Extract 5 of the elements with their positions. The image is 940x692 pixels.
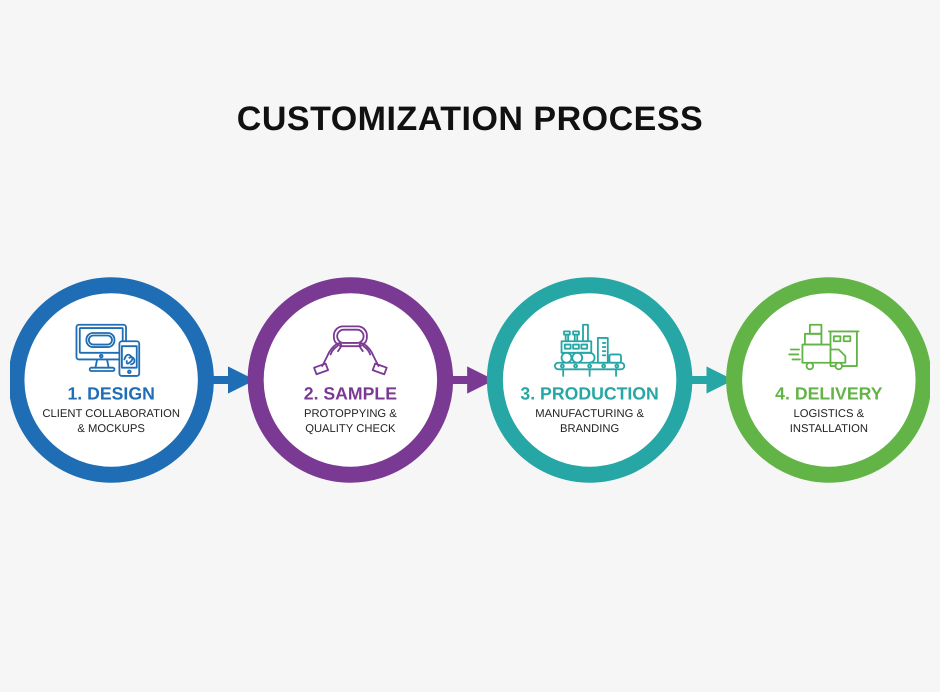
node-circle: 2. SAMPLE PROTOPPYING & QUALITY CHECK xyxy=(248,277,454,483)
node-circle: 1. DESIGN CLIENT COLLABORATION & MOCKUPS xyxy=(10,277,214,483)
node-circle: 3. PRODUCTION MANUFACTURING & BRANDING xyxy=(486,277,692,483)
title: CUSTOMIZATION PROCESS xyxy=(236,100,704,139)
node-circle: 4. DELIVERY LOGISTICS & INSTALLATION xyxy=(726,277,930,483)
